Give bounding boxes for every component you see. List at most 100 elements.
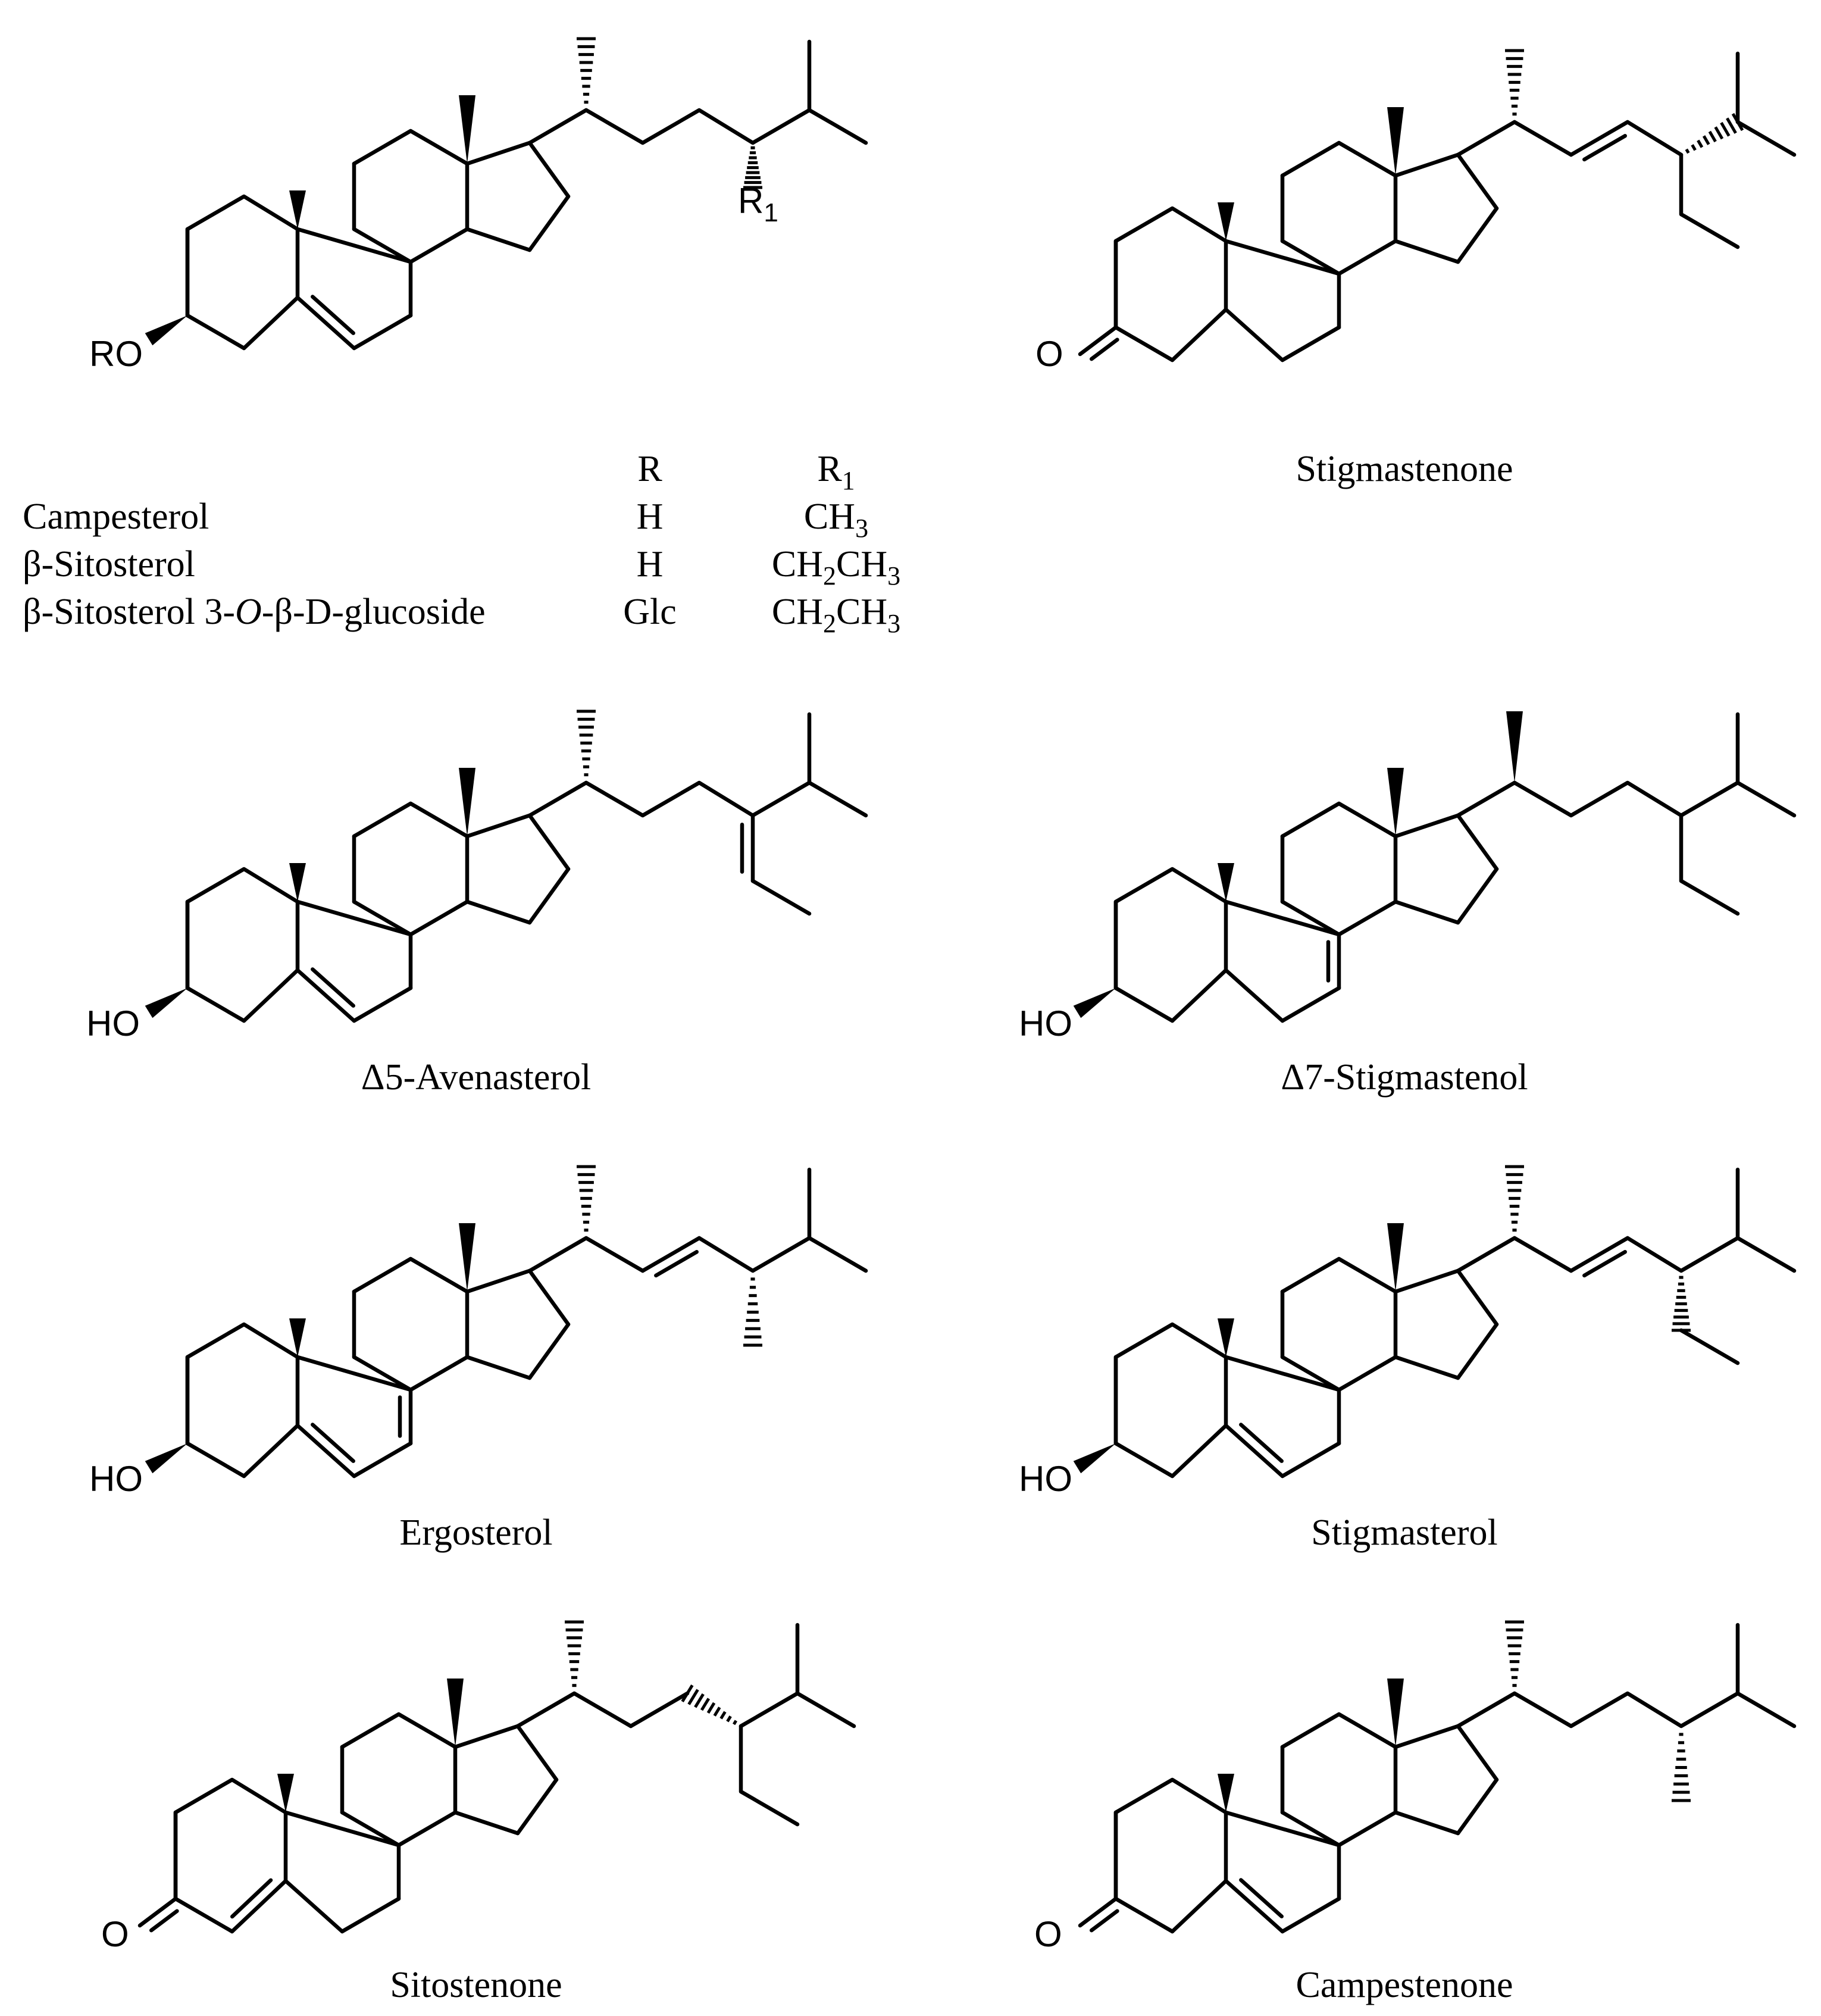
bond-line: [1280, 325, 1341, 362]
table-row-r1: CH2CH3: [772, 544, 900, 590]
bond-line: [295, 899, 413, 937]
table-row-r: H: [637, 544, 664, 585]
atom-r1: R1: [738, 181, 778, 227]
hash-bond-segment: [1726, 117, 1737, 134]
bond-line: [1456, 1777, 1499, 1836]
structure-avenasterol: HO Δ5-Avenasterol: [86, 1004, 591, 1098]
hash-bond-segment: [719, 1711, 727, 1720]
bond-line: [295, 227, 413, 264]
bond-line: [1280, 239, 1341, 276]
hash-bond-segment: [1691, 144, 1697, 151]
wedge-bond: [277, 1774, 294, 1812]
bond-line: [1280, 140, 1341, 178]
bond-line: [396, 1810, 458, 1848]
double-bond-line: [230, 1878, 273, 1919]
structure-stigmastenone: O Stigmastenone: [1035, 334, 1513, 489]
compound-label-stigmasterol: Stigmasterol: [1311, 1512, 1497, 1553]
bond-line: [1113, 1441, 1175, 1479]
hash-bond-segment: [706, 1702, 716, 1714]
bond-line: [352, 899, 413, 937]
bond-line: [185, 986, 246, 1023]
bond-line: [1170, 968, 1228, 1023]
bond-line: [1337, 140, 1398, 178]
table-row-r1: CH2CH3: [772, 592, 900, 638]
bond-line: [1337, 1712, 1398, 1749]
bond-line: [1337, 1355, 1398, 1392]
hash-bond-segment: [1720, 121, 1731, 137]
wedge-bond: [459, 1223, 475, 1292]
bond-line: [1456, 206, 1499, 264]
bond-line: [453, 1810, 520, 1836]
table-row-r1: CH3: [804, 496, 868, 543]
bond-line: [1735, 120, 1797, 157]
bond-line: [1170, 307, 1228, 362]
bond-line: [352, 986, 413, 1023]
bond-line: [1456, 813, 1499, 871]
structure-campestenone: O Campestenone: [1034, 1914, 1513, 2005]
bond-line: [1625, 120, 1684, 157]
hash-bond-segment: [700, 1698, 711, 1711]
bond-line: [640, 1236, 702, 1273]
bond-line: [1113, 325, 1175, 362]
double-bond-line: [1089, 1909, 1119, 1933]
bond-line: [1393, 152, 1460, 178]
bond-line: [527, 108, 589, 145]
wedge-bond: [145, 1443, 187, 1474]
bond-line: [515, 1691, 577, 1729]
bonds-layer: [137, 37, 1797, 1934]
bond-line: [340, 1810, 401, 1848]
bond-line: [1512, 120, 1573, 157]
bond-line: [527, 1236, 589, 1273]
table-row-name: Campesterol: [23, 496, 209, 537]
wedge-bond: [145, 315, 187, 346]
bond-line: [1113, 1896, 1175, 1934]
bond-line: [1393, 1810, 1460, 1836]
bond-line: [1078, 1896, 1118, 1928]
bond-line: [1393, 1724, 1460, 1749]
bond-line: [1393, 1355, 1460, 1380]
bond-line: [185, 867, 300, 990]
bond-line: [465, 899, 532, 925]
bond-line: [465, 140, 532, 166]
bond-line: [340, 1896, 401, 1934]
structure-stigmasterol: HO Stigmasterol: [1019, 1459, 1498, 1553]
double-bond-line: [1089, 337, 1119, 361]
structure-stigmastenol: HO Δ7-Stigmastenol: [1019, 1004, 1528, 1098]
wedge-bond: [1218, 1774, 1234, 1812]
bond-line: [396, 1712, 458, 1749]
bond-line: [283, 1810, 401, 1848]
bond-line: [1280, 1355, 1341, 1392]
bond-line: [1280, 899, 1341, 937]
bond-line: [465, 227, 532, 252]
bond-line: [1337, 899, 1398, 937]
bond-line: [408, 801, 470, 839]
wedge-bond: [1218, 202, 1234, 241]
bond-line: [1625, 1236, 1797, 1273]
bond-line: [352, 801, 413, 839]
bond-line: [1393, 239, 1460, 264]
bond-line: [352, 1257, 413, 1294]
wedge-bond: [459, 768, 475, 836]
atom-o: O: [1035, 334, 1063, 374]
bond-line: [230, 1879, 288, 1934]
bond-line: [1456, 120, 1517, 157]
bond-line: [1337, 1810, 1398, 1848]
bond-line: [515, 1724, 559, 1782]
hash-bond-segment: [713, 1706, 721, 1717]
bond-line: [408, 129, 470, 166]
compound-label-sitostenone: Sitostenone: [390, 1965, 562, 2005]
table-header-r1: R1: [817, 449, 855, 495]
wedge-bond: [1073, 988, 1116, 1018]
bond-line: [527, 780, 589, 818]
bond-line: [572, 1691, 633, 1729]
bond-line: [628, 1691, 690, 1729]
bond-line: [1569, 1236, 1630, 1273]
bond-line: [697, 1236, 868, 1273]
bond-line: [1569, 120, 1630, 157]
bond-line: [1224, 1355, 1341, 1392]
bond-line: [340, 1712, 401, 1749]
wedge-bond: [1506, 711, 1523, 783]
bond-line: [242, 295, 300, 351]
bond-line: [1393, 1268, 1460, 1294]
